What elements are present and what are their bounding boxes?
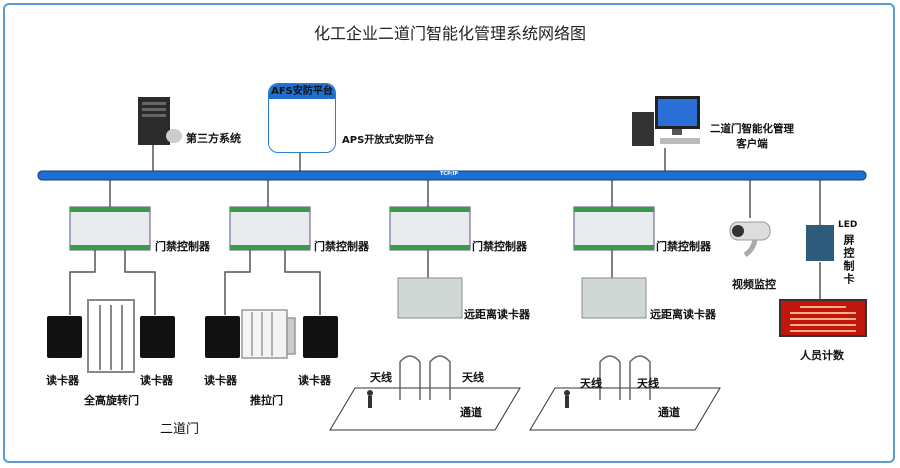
turnstile-label: 全高旋转门 [84,394,139,407]
card-reader-icon [140,316,175,358]
long-range-reader-label: 远距离读卡器 [650,308,716,321]
controller-label: 门禁控制器 [314,240,369,253]
client-label-line1: 二道门智能化管理 [710,123,794,135]
client-label-line2: 客户端 [736,138,768,150]
reader-label: 读卡器 [204,374,237,387]
people-count-label: 人员计数 [800,349,844,362]
computer-icon [632,96,700,146]
led-control-card-icon [806,225,834,261]
bus-label: TCP/IP [440,171,459,177]
diagram-title: 化工企业二道门智能化管理系统网络图 [313,24,586,43]
afs-platform-header: AFS安防平台 [269,84,335,99]
channel-label: 通道 [460,406,482,419]
controller-icon [573,206,655,251]
card-reader-icon [205,316,240,358]
diagram-frame [3,3,895,463]
led-label-top: LED [838,220,858,230]
turnstile-icon [87,299,135,373]
reader-label: 读卡器 [298,374,331,387]
antenna-label: 天线 [637,377,659,390]
reader-label: 读卡器 [46,374,79,387]
third-party-system-label: 第三方系统 [186,132,241,145]
controller-icon [69,206,151,251]
antenna-label: 天线 [462,371,484,384]
controller-label: 门禁控制器 [472,240,527,253]
channel-label: 通道 [658,406,680,419]
controller-icon [229,206,311,251]
passage-platform [329,387,521,431]
server-icon [138,97,182,145]
camera-icon [729,221,771,258]
sliding-gate-icon [241,309,296,359]
controller-icon [389,206,471,251]
passage-platform [529,387,721,431]
camera-label: 视频监控 [732,278,776,291]
card-reader-icon [303,316,338,358]
person-icon [367,390,570,408]
card-reader-icon [47,316,82,358]
long-range-reader-icon [581,277,647,319]
second-gate-label: 二道门 [160,422,200,437]
reader-label: 读卡器 [140,374,173,387]
long-range-reader-icon [397,277,463,319]
aps-platform-label: APS开放式安防平台 [342,135,435,146]
client-label: 二道门智能化管理客户端 [710,121,794,151]
afs-platform-box[interactable]: AFS安防平台 [268,83,336,153]
controller-label: 门禁控制器 [656,240,711,253]
controller-label: 门禁控制器 [155,240,210,253]
led-card-label: 屏控制卡 [842,234,855,286]
antenna-label: 天线 [370,371,392,384]
long-range-reader-label: 远距离读卡器 [464,308,530,321]
sliding-gate-label: 推拉门 [250,394,283,407]
network-bus [37,170,867,181]
antenna-label: 天线 [580,377,602,390]
